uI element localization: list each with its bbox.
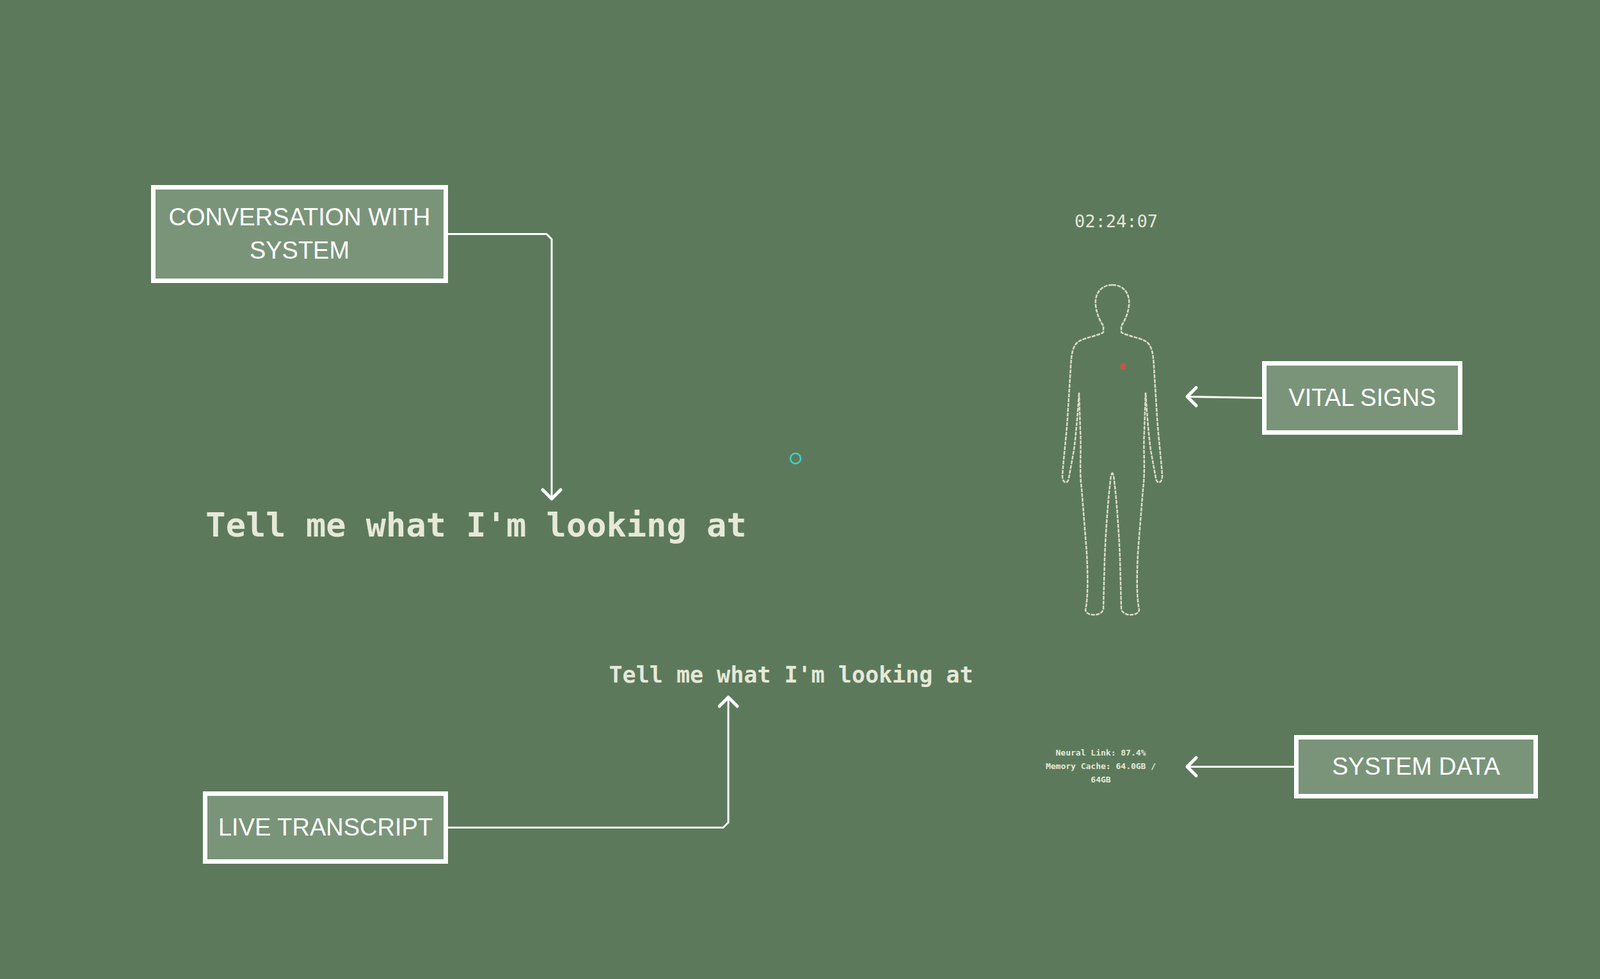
leader-line [448,696,729,828]
callout-box: LIVE TRANSCRIPT [202,791,448,864]
focus-ring [790,453,801,464]
box-label: VITAL SIGNS [1288,381,1436,415]
callout-box: SYSTEM DATA [1294,734,1538,799]
heart-marker [1120,362,1127,370]
box-label: LIVE TRANSCRIPT [218,810,433,844]
text-column: SYSTEM DATA [1331,750,1501,783]
text-column: VITAL SIGNS [1288,381,1436,415]
leader-line [1187,765,1295,768]
figure-outline [1112,284,1163,615]
text-column: LIVE TRANSCRIPT [218,810,433,844]
conversation-text: Tell me what I'm looking at [205,504,747,545]
callout-box: CONVERSATION WITH SYSTEM [151,184,448,283]
text-column: CONVERSATION WITH SYSTEM [164,200,435,267]
system-data-text: Neural Link: 87.4% [1036,746,1165,760]
callout-box: VITAL SIGNS [1262,360,1463,435]
arrowhead [719,696,738,706]
arrowhead [1187,387,1197,406]
box-label: CONVERSATION WITH SYSTEM [164,200,435,267]
transcript-text: Tell me what I'm looking at [609,661,974,688]
system-data-text: Memory Cache: 64.0GB / 64GB [1036,759,1165,787]
arrowhead [542,489,561,499]
leader-line [448,234,552,500]
figure-outline [1062,284,1113,615]
human-figure [1062,284,1163,615]
arrowhead [1187,757,1197,776]
leader-line [1187,396,1263,399]
box-label: SYSTEM DATA [1331,750,1501,783]
timestamp: 02:24:07 [1074,211,1158,232]
